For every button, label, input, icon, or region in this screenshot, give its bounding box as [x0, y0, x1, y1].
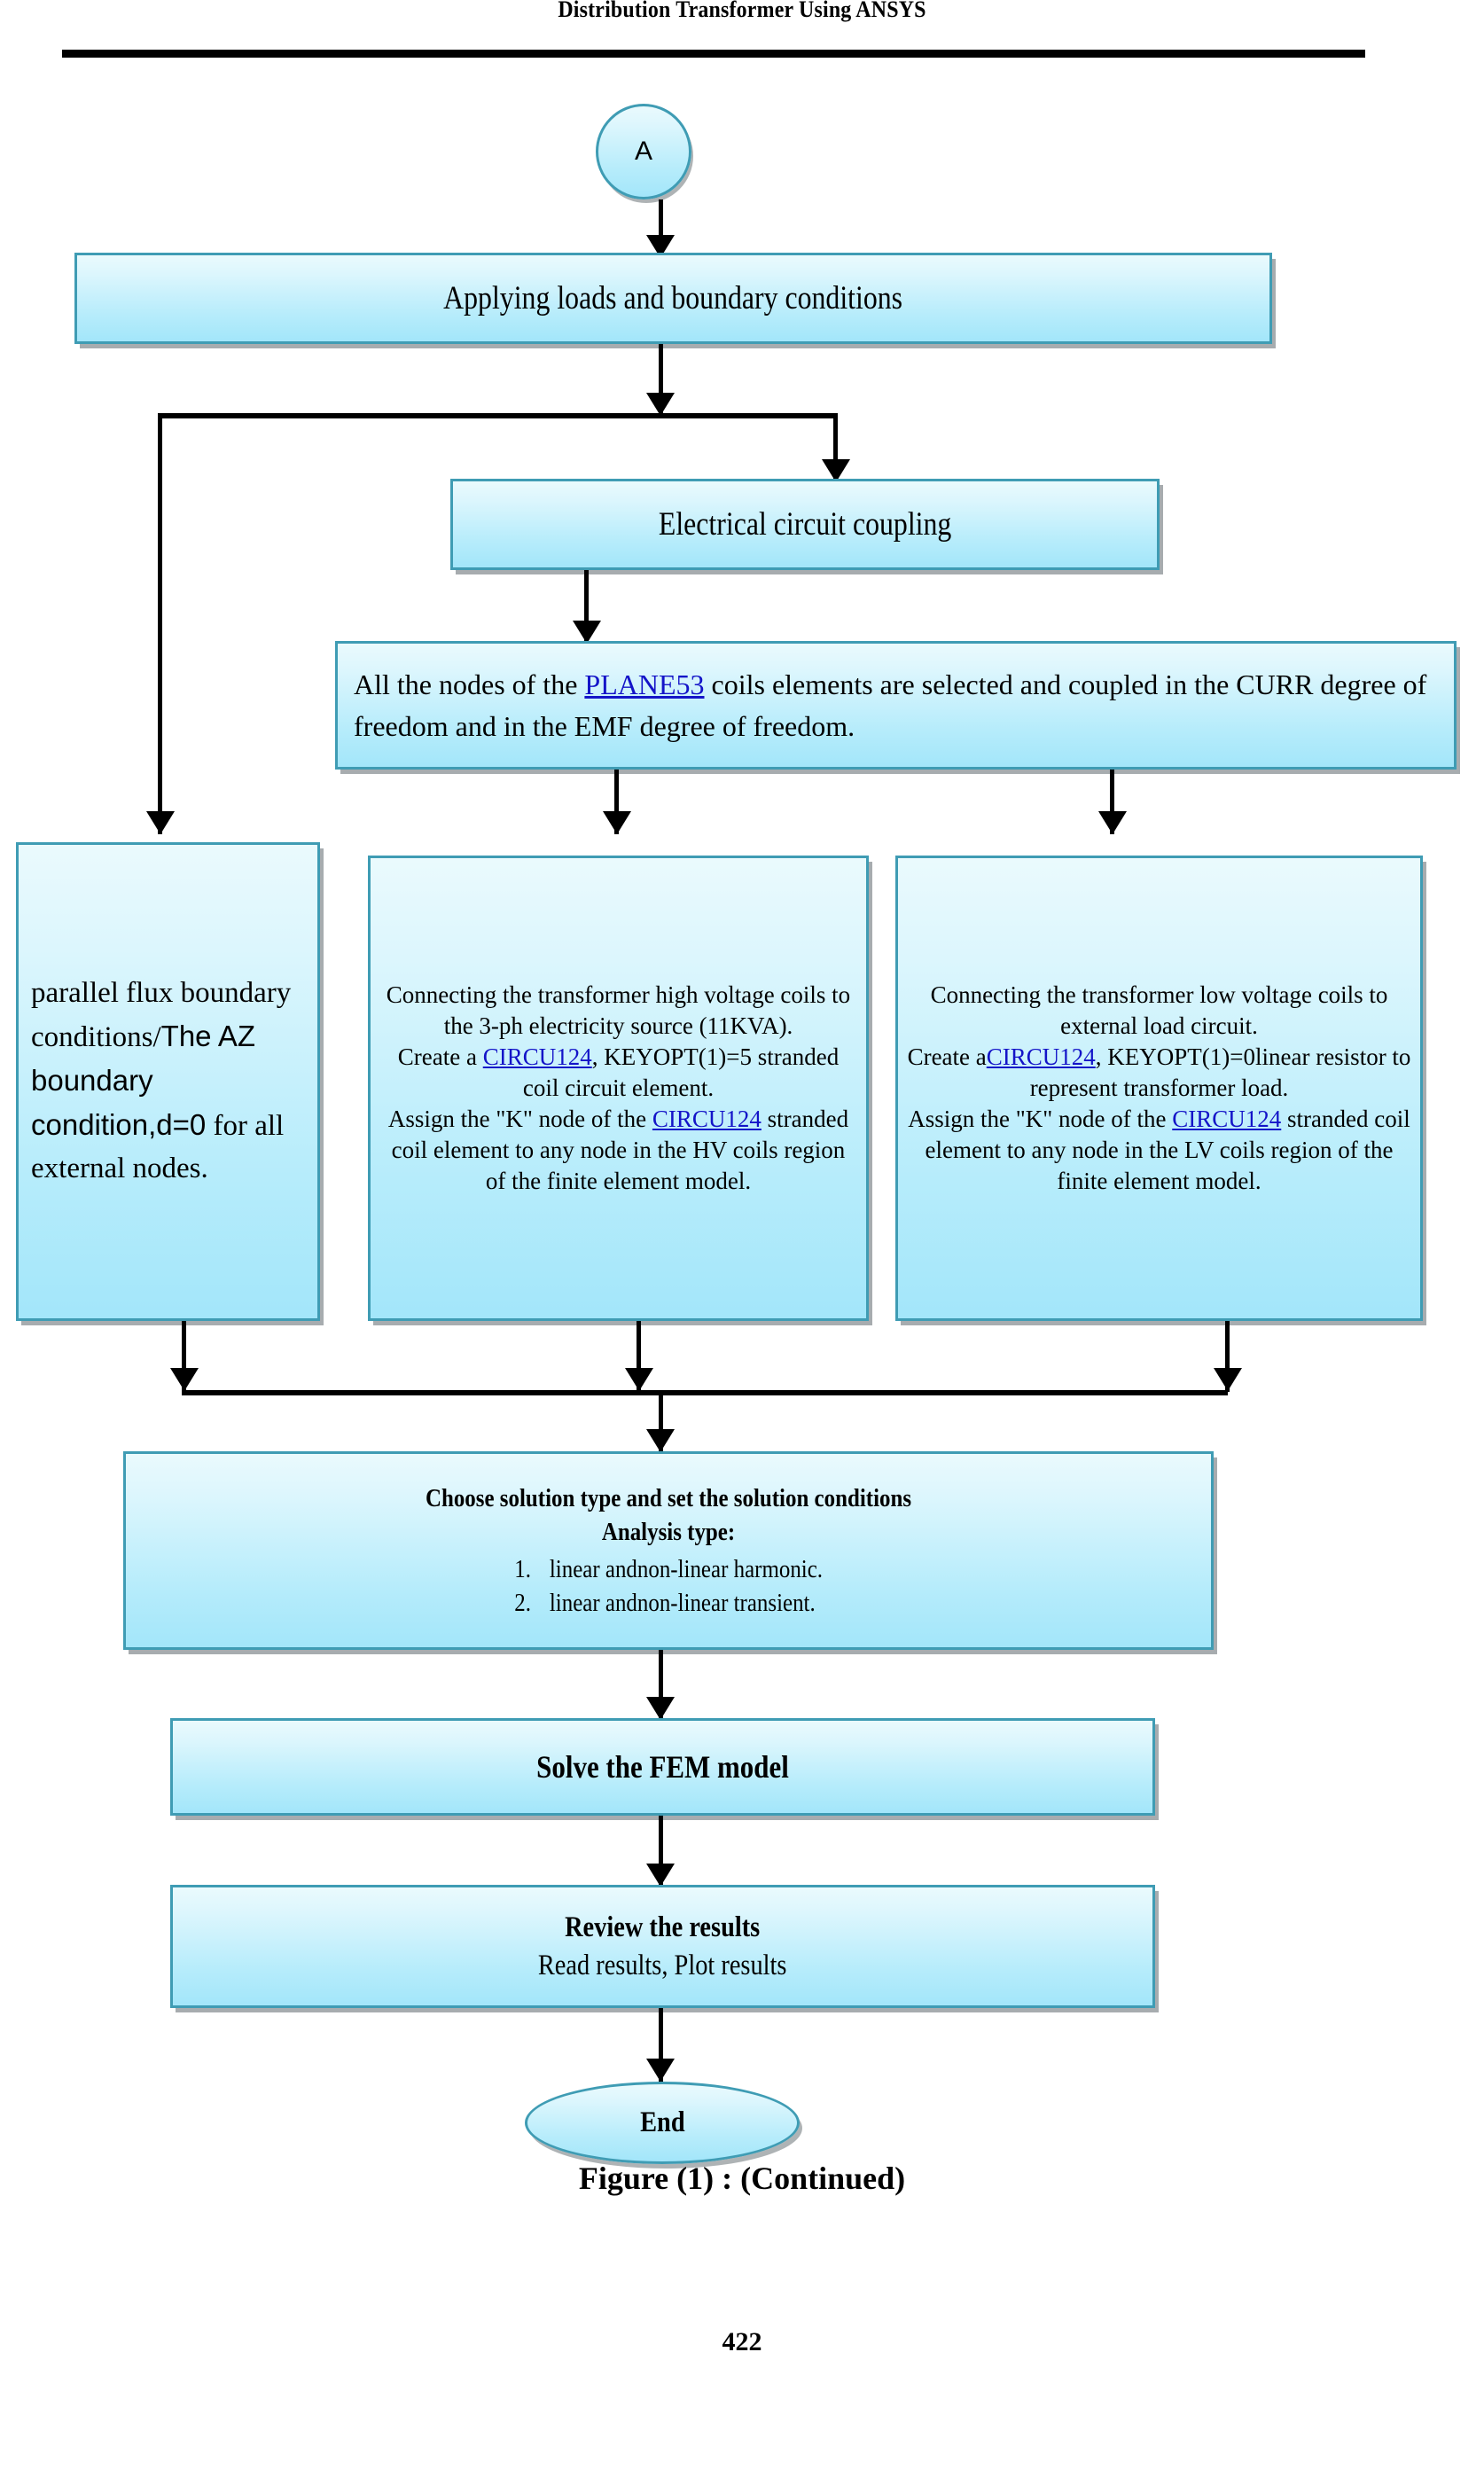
list-item-number: 1.	[514, 1554, 531, 1583]
arrow-review-to-end	[646, 2059, 675, 2082]
hv-line-1: Connecting the transformer high voltage …	[386, 981, 851, 1039]
lv-line-3-post: stranded coil element to any node in the…	[925, 1106, 1410, 1195]
review-results-subtitle: Read results, Plot results	[538, 1949, 787, 1981]
arrow-coupling-to-plane53	[573, 621, 601, 644]
node-review-results-text: Review the results Read results, Plot re…	[518, 1909, 807, 1985]
node-applying-loads-label: Applying loads and boundary conditions	[443, 280, 903, 316]
list-item-label: linear andnon-linear harmonic.	[549, 1554, 823, 1583]
connector-node-a-label: A	[634, 137, 652, 166]
figure-caption: Figure (1) : (Continued)	[578, 2161, 906, 2196]
connector-plane53-to-lv	[1110, 770, 1114, 834]
hv-line-2-post: , KEYOPT(1)=5 stranded coil circuit elem…	[522, 1043, 840, 1101]
plane53-text-1: All the nodes of the	[354, 668, 585, 701]
connector-merge-to-solution	[659, 1390, 663, 1452]
node-parallel-flux[interactable]: parallel flux boundary conditions/The AZ…	[16, 842, 320, 1321]
node-lv-coils[interactable]: Connecting the transformer low voltage c…	[895, 856, 1423, 1321]
merge-bar	[182, 1390, 1228, 1395]
node-circuit-coupling[interactable]: Electrical circuit coupling	[450, 479, 1160, 570]
connector-a-to-apply	[659, 199, 663, 251]
connector-apply-down	[659, 344, 663, 415]
list-item-label: linear andnon-linear transient.	[549, 1588, 816, 1617]
node-solve-fem-label: Solve the FEM model	[536, 1749, 789, 1785]
connector-split-right	[833, 413, 838, 482]
review-results-title: Review the results	[565, 1911, 761, 1943]
node-lv-coils-text: Connecting the transformer low voltage c…	[898, 980, 1420, 1198]
lv-line-2-link[interactable]: CIRCU124	[986, 1043, 1096, 1070]
node-circuit-coupling-label: Electrical circuit coupling	[658, 506, 952, 543]
running-head: Distribution Transformer Using ANSYS	[558, 0, 926, 22]
arrow-apply-down	[646, 393, 675, 416]
connector-solution-to-solve	[659, 1650, 663, 1719]
arrow-merge-to-solution	[646, 1429, 675, 1452]
list-item: 2. linear andnon-linear transient.	[514, 1586, 823, 1620]
node-plane53-coupling-text: All the nodes of the PLANE53 coils eleme…	[338, 664, 1454, 746]
node-solution-type[interactable]: Choose solution type and set the solutio…	[123, 1451, 1214, 1650]
hv-line-2-pre: Create a	[397, 1043, 483, 1070]
node-hv-coils[interactable]: Connecting the transformer high voltage …	[368, 856, 869, 1321]
hv-line-3-post: stranded coil element to any node in the…	[391, 1106, 849, 1195]
arrow-to-circuit-coupling	[822, 459, 850, 482]
node-hv-coils-text: Connecting the transformer high voltage …	[371, 980, 866, 1198]
arrow-to-parallel-flux	[146, 811, 175, 834]
connector-plane53-to-hv	[614, 770, 619, 834]
connector-split-left	[158, 413, 162, 834]
node-plane53-coupling[interactable]: All the nodes of the PLANE53 coils eleme…	[335, 641, 1457, 770]
hv-line-3-link[interactable]: CIRCU124	[652, 1106, 762, 1133]
node-parallel-flux-text: parallel flux boundary conditions/The AZ…	[19, 973, 317, 1190]
connector-lv-down	[1225, 1321, 1230, 1392]
lv-line-3-link[interactable]: CIRCU124	[1172, 1106, 1282, 1133]
connector-solve-to-review	[659, 1816, 663, 1885]
connector-parallel-flux-down	[182, 1321, 186, 1392]
node-solve-fem[interactable]: Solve the FEM model	[170, 1718, 1155, 1816]
arrow-plane53-to-lv	[1098, 811, 1127, 834]
connector-review-to-end	[659, 2008, 663, 2084]
node-end-label: End	[639, 2106, 685, 2138]
parallel-flux-text-3: for all external nodes.	[31, 1109, 285, 1184]
node-applying-loads[interactable]: Applying loads and boundary conditions	[74, 253, 1272, 344]
page-number: 422	[722, 2327, 762, 2356]
list-item: 1. linear andnon-linear harmonic.	[514, 1552, 823, 1586]
arrow-solve-to-review	[646, 1864, 675, 1887]
arrow-lv-merge	[1214, 1368, 1242, 1391]
split-bar-top	[158, 413, 838, 418]
node-review-results[interactable]: Review the results Read results, Plot re…	[170, 1885, 1155, 2008]
list-item-number: 2.	[514, 1588, 531, 1617]
connector-node-a[interactable]: A	[596, 104, 691, 199]
lv-line-1: Connecting the transformer low voltage c…	[930, 981, 1388, 1039]
arrow-hv-merge	[625, 1368, 653, 1391]
solution-type-title: Choose solution type and set the solutio…	[425, 1483, 912, 1512]
hv-line-3-pre: Assign the "K" node of the	[387, 1106, 652, 1133]
hv-line-2-link[interactable]: CIRCU124	[482, 1043, 592, 1070]
arrow-parallel-flux-merge	[170, 1368, 199, 1391]
lv-line-3-pre: Assign the "K" node of the	[908, 1106, 1173, 1133]
connector-hv-down	[637, 1321, 641, 1392]
parallel-flux-text-1: parallel flux boundary conditions/	[31, 977, 292, 1054]
solution-type-list: 1. linear andnon-linear harmonic. 2. linea…	[489, 1552, 847, 1621]
connector-coupling-to-plane53	[584, 570, 589, 643]
node-solution-type-text: Choose solution type and set the solutio…	[126, 1481, 1211, 1620]
arrow-solution-to-solve	[646, 1697, 675, 1720]
lv-line-2-post: , KEYOPT(1)=0linear resistor to represen…	[1029, 1043, 1411, 1101]
plane53-link[interactable]: PLANE53	[584, 668, 705, 701]
node-end[interactable]: End	[525, 2082, 800, 2164]
arrow-plane53-to-hv	[603, 811, 631, 834]
plane53-text-2: coils elements are selected and coupled …	[354, 668, 1427, 742]
parallel-flux-text-2: The AZ boundary condition,d=0	[31, 1020, 256, 1141]
lv-line-2-pre: Create a	[907, 1043, 987, 1070]
header-rule	[62, 50, 1365, 58]
solution-type-subtitle: Analysis type:	[601, 1518, 736, 1547]
